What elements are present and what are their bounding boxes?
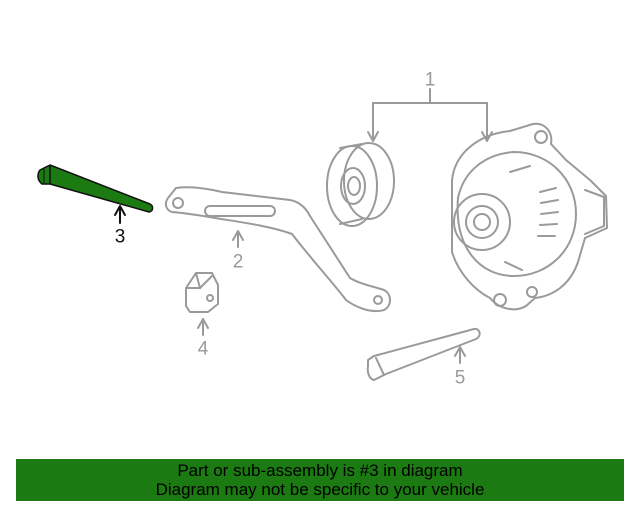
alternator — [451, 122, 608, 311]
leader-part-4 — [197, 318, 209, 336]
long-bolt — [366, 327, 481, 381]
banner-line-part-number: Part or sub-assembly is #3 in diagram — [177, 461, 463, 480]
highlighted-bolt — [37, 164, 154, 213]
info-banner: Part or sub-assembly is #3 in diagram Di… — [16, 459, 624, 501]
leader-part-1 — [367, 88, 493, 142]
callout-1: 1 — [424, 69, 436, 91]
callout-5: 5 — [454, 367, 466, 389]
banner-line-disclaimer: Diagram may not be specific to your vehi… — [155, 480, 485, 499]
spacer-block — [185, 272, 219, 313]
parts-diagram — [37, 88, 608, 381]
pulley — [326, 142, 395, 227]
callout-3: 3 — [114, 226, 126, 248]
leader-part-5 — [454, 346, 466, 364]
leader-part-2 — [232, 230, 244, 248]
leader-part-3 — [114, 205, 126, 224]
adjusting-bracket — [164, 186, 391, 312]
callout-4: 4 — [197, 338, 209, 360]
callout-2: 2 — [232, 251, 244, 273]
